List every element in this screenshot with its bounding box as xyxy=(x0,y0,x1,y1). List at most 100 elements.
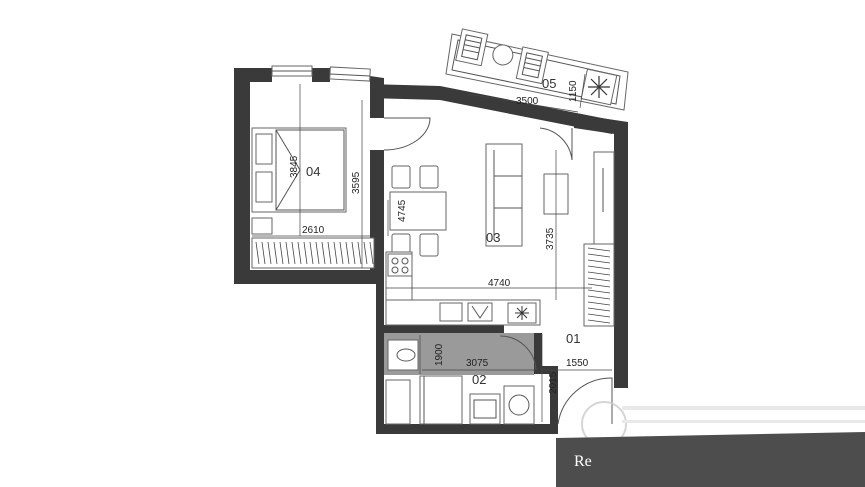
dimension-labels: 3845 3595 2610 4745 3735 4740 3500 1150 … xyxy=(289,80,589,394)
hanger-line xyxy=(587,307,611,312)
hanger-line xyxy=(279,241,284,265)
hanger-line xyxy=(587,259,611,264)
hanger-line xyxy=(345,241,350,265)
hanger-line xyxy=(321,241,326,265)
living-north-wall-left xyxy=(370,84,440,100)
hanger-line xyxy=(587,253,611,258)
hall xyxy=(541,334,613,425)
hanger-line xyxy=(333,241,338,265)
hanger-line xyxy=(309,241,314,265)
tv-cabinet xyxy=(593,151,615,247)
dim-4740: 4740 xyxy=(488,278,511,289)
hanger-line xyxy=(587,295,611,300)
bath-cabinet xyxy=(385,379,411,425)
bed-pillow-2 xyxy=(255,171,273,203)
hanger-line xyxy=(351,241,356,265)
balcony-table xyxy=(492,44,514,66)
bathroom-door xyxy=(499,335,537,371)
toilet xyxy=(387,339,419,371)
sofa xyxy=(485,143,523,247)
room-label-01: 01 xyxy=(566,331,580,346)
bedroom-west-wall xyxy=(234,68,250,284)
dim-3595: 3595 xyxy=(351,171,362,194)
room-label-05: 05 xyxy=(542,76,556,91)
cooktop xyxy=(387,253,413,277)
hanger-line xyxy=(587,271,611,276)
watermark: Re xyxy=(556,401,865,487)
room-label-02: 02 xyxy=(472,372,486,387)
hanger-line xyxy=(267,241,272,265)
hanger-line xyxy=(369,241,374,265)
room-label-03: 03 xyxy=(486,230,500,245)
hanger-line xyxy=(587,313,611,318)
bath-east-wall-lower xyxy=(550,370,558,434)
hanger-line xyxy=(587,283,611,288)
hanger-line xyxy=(587,277,611,282)
hanger-line xyxy=(357,241,362,265)
watermark-band xyxy=(556,432,865,487)
living-north-wall-slant xyxy=(440,86,612,134)
hanger-line xyxy=(261,241,266,265)
hanger-line xyxy=(587,289,611,294)
partition-top xyxy=(370,96,384,118)
dim-2015: 2015 xyxy=(548,371,559,394)
entrance-wardrobe xyxy=(583,243,615,327)
bedroom-north-wall-mid xyxy=(312,68,330,82)
hanger-line xyxy=(315,241,320,265)
watermark-text: Re xyxy=(574,453,592,470)
bedroom-south-wall xyxy=(234,270,380,284)
hanger-line xyxy=(291,241,296,265)
hanger-line xyxy=(587,301,611,306)
windows xyxy=(271,65,371,82)
balcony xyxy=(445,28,629,113)
room-label-04: 04 xyxy=(306,164,320,179)
room-labels: 04 03 05 02 01 xyxy=(306,76,580,387)
dining-chair-2 xyxy=(419,165,439,189)
dining-table xyxy=(389,191,447,231)
wardrobe-hangers xyxy=(255,241,374,265)
hanger-line xyxy=(255,241,260,265)
dim-1550: 1550 xyxy=(566,358,589,369)
south-wall xyxy=(376,424,558,434)
hanger-line xyxy=(339,241,344,265)
balcony-width-dimline xyxy=(467,93,579,113)
hanger-line xyxy=(303,241,308,265)
nightstand xyxy=(251,217,273,235)
dim-1900: 1900 xyxy=(434,343,445,366)
kitchen-sink xyxy=(439,302,463,322)
bathroom xyxy=(384,333,537,425)
bedroom-door xyxy=(383,117,431,151)
hanger-line xyxy=(587,319,611,324)
hanger-line xyxy=(587,247,611,252)
dim-3500: 3500 xyxy=(516,96,539,107)
hanger-line xyxy=(363,241,368,265)
dim-3845: 3845 xyxy=(289,155,300,178)
dining-chair-1 xyxy=(391,165,411,189)
bath-north-wall xyxy=(384,325,504,333)
hanger-line xyxy=(273,241,278,265)
washing-machine xyxy=(503,385,535,425)
dining-chair-4 xyxy=(419,233,439,257)
hanger-line xyxy=(327,241,332,265)
hanger-line xyxy=(297,241,302,265)
bed-pillow-1 xyxy=(255,133,273,165)
west-wall-lower xyxy=(376,284,384,434)
balcony-door xyxy=(539,127,573,161)
entrance-wardrobe-hangers xyxy=(587,247,611,324)
plant-icon xyxy=(588,76,610,98)
hanger-line xyxy=(285,241,290,265)
bedroom xyxy=(251,84,375,269)
washbasin xyxy=(469,393,501,425)
bedroom-window-2 xyxy=(329,66,371,82)
balcony-depth-dimline xyxy=(579,73,586,109)
bedroom-north-wall-left xyxy=(234,68,272,82)
dim-2610: 2610 xyxy=(302,225,325,236)
shower xyxy=(419,375,463,425)
snowflake-icon xyxy=(515,306,529,320)
dim-4745: 4745 xyxy=(397,199,408,222)
east-wall xyxy=(614,126,628,388)
entrance-door xyxy=(557,377,613,425)
watermark-stripe-1 xyxy=(622,406,865,410)
living-room xyxy=(385,127,615,327)
